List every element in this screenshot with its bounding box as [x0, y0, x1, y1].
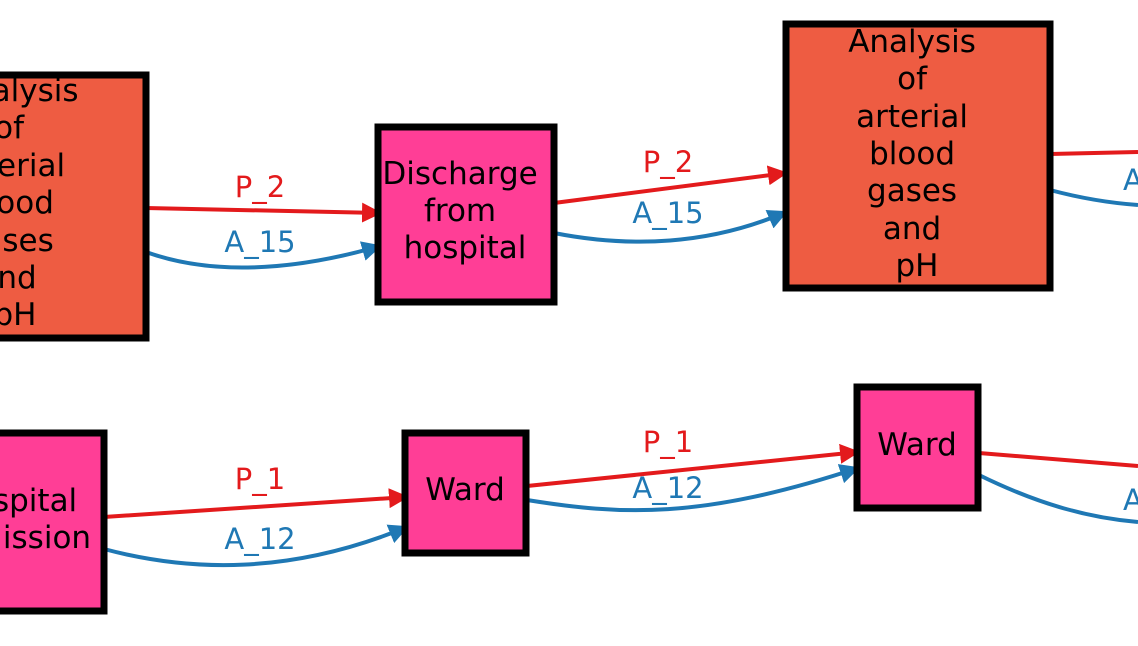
node-line: of: [897, 61, 928, 97]
node-ward-1[interactable]: Ward: [401, 429, 530, 557]
node-line: erial: [0, 148, 65, 184]
node-line: Discharge: [382, 156, 537, 192]
node-line: of: [0, 110, 25, 146]
node-line: hospital: [404, 230, 527, 266]
edge-a12-admission-to-ward: [103, 524, 409, 568]
node-line: alysis: [0, 73, 79, 109]
node-line: Ward: [877, 427, 957, 463]
edge-p2-discharge-to-analysis: [553, 165, 788, 205]
edge-label-p1-admission-to-ward: P_1: [235, 462, 285, 496]
edge-label-p2-analysis-to-discharge: P_2: [235, 170, 285, 204]
node-admission-label: spital ission: [0, 483, 91, 556]
node-line: nd: [0, 260, 37, 296]
edge-a15-discharge-to-analysis: [553, 209, 788, 244]
node-line: Ward: [425, 472, 505, 508]
node-analysis-right[interactable]: Analysis of arterial blood gases and pH: [782, 20, 1054, 292]
node-line: pH: [0, 297, 37, 333]
edge-label-a12-admission-to-ward: A_12: [224, 522, 295, 556]
node-line: from: [424, 193, 496, 229]
edge-label-a15-discharge-to-analysis: A_15: [632, 196, 703, 230]
node-line: and: [883, 211, 941, 247]
node-analysis-left-label: alysis of erial ood ses nd pH: [0, 73, 88, 333]
node-discharge-from-hospital[interactable]: Discharge from hospital: [374, 123, 558, 306]
edge-a12-ward-to-ward: [526, 464, 860, 513]
node-hospital-admission-left[interactable]: spital ission: [0, 429, 108, 615]
edge-red-analysis-offscreen: [1049, 150, 1138, 156]
node-line: spital: [0, 483, 77, 519]
node-analysis-right-label: Analysis of arterial blood gases and pH: [848, 24, 986, 284]
edge-p2-analysis-to-discharge: [145, 202, 382, 223]
edge-label-a15-analysis-to-discharge: A_15: [224, 225, 295, 259]
edge-label-p1-ward-to-ward: P_1: [643, 425, 693, 459]
edge-p1-admission-to-ward: [103, 488, 409, 519]
edge-label-right-bottom: A: [1123, 483, 1138, 517]
edge-a15-analysis-to-discharge: [145, 241, 382, 270]
node-analysis-left[interactable]: alysis of erial ood ses nd pH: [0, 71, 150, 342]
edge-label-right-top: A: [1123, 163, 1138, 197]
edge-label-a12-ward-to-ward: A_12: [632, 471, 703, 505]
node-line: Analysis: [848, 24, 976, 60]
node-line: ood: [0, 185, 54, 221]
node-ward-2[interactable]: Ward: [853, 383, 982, 512]
edge-label-p2-discharge-to-analysis: P_2: [643, 145, 693, 179]
node-line: pH: [896, 248, 939, 284]
node-line: gases: [867, 173, 957, 209]
node-line: arterial: [856, 99, 968, 135]
edge-p1-ward-to-ward: [526, 443, 860, 488]
node-line: ission: [3, 520, 91, 556]
node-line: ses: [2, 223, 53, 259]
node-ward-2-label: Ward: [877, 427, 957, 463]
edge-blue-ward-offscreen: [978, 473, 1138, 524]
node-line: blood: [869, 136, 955, 172]
edge-blue-analysis-offscreen: [1049, 188, 1138, 207]
edge-red-ward-offscreen: [978, 451, 1138, 468]
node-ward-1-label: Ward: [425, 472, 505, 508]
node-discharge-label: Discharge from hospital: [382, 156, 547, 266]
